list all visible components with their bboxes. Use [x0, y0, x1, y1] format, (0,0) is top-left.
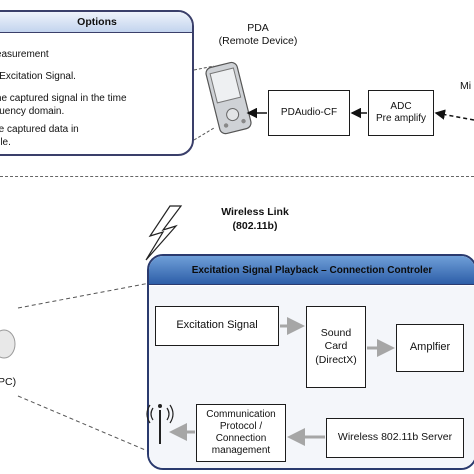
comm-protocol-label: Communication Protocol / Connection mana… — [206, 409, 276, 456]
amplifier-box: Amplfier — [396, 324, 464, 372]
pc-label: PC) — [0, 376, 17, 388]
pc-to-panel-line-top — [17, 282, 151, 309]
options-line-6: av file. — [0, 137, 11, 148]
excitation-panel-title: Excitation Signal Playback – Connection … — [149, 256, 474, 285]
wireless-link-title: Wireless Link — [221, 206, 289, 218]
wireless-link-protocol: (802.11b) — [232, 220, 278, 232]
mic-label: Mi — [460, 80, 472, 92]
pc-icon — [0, 329, 16, 359]
pda-subtitle: (Remote Device) — [218, 35, 298, 47]
sound-card-label: Sound Card (DirectX) — [315, 327, 357, 366]
sound-card-box: Sound Card (DirectX) — [306, 306, 366, 388]
wireless-lightning-icon — [145, 205, 183, 261]
wireless-server-label: Wireless 802.11b Server — [337, 431, 453, 444]
adc-label: ADC Pre amplify — [375, 100, 426, 125]
options-pointer-line-top — [193, 65, 215, 71]
pda-title: PDA — [247, 22, 269, 34]
comm-protocol-box: Communication Protocol / Connection mana… — [196, 404, 286, 462]
options-title: Options — [0, 12, 192, 33]
options-line-2: ord Excitation Signal. — [0, 71, 76, 82]
options-line-5: e the captured data in — [0, 124, 79, 135]
wireless-server-box: Wireless 802.11b Server — [326, 418, 464, 458]
pc-to-panel-line-bottom — [17, 395, 151, 453]
dashed-separator — [0, 176, 474, 177]
amplifier-label: Amplfier — [409, 341, 451, 354]
excitation-signal-label: Excitation Signal — [176, 319, 258, 332]
antenna-icon — [146, 404, 174, 444]
options-line-1: t measurement — [0, 49, 49, 60]
options-line-4: frequency domain. — [0, 106, 65, 117]
excitation-signal-box: Excitation Signal — [155, 306, 279, 346]
pdaudio-cf-box: PDAudio-CF — [268, 90, 350, 136]
options-panel: Options t measurement ord Excitation Sig… — [0, 10, 194, 156]
options-line-3: of the captured signal in the time — [0, 93, 127, 104]
adc-box: ADC Pre amplify — [368, 90, 434, 136]
pda-device-icon — [205, 61, 252, 135]
options-pointer-line-bottom — [193, 127, 215, 141]
pdaudio-cf-label: PDAudio-CF — [280, 106, 338, 118]
